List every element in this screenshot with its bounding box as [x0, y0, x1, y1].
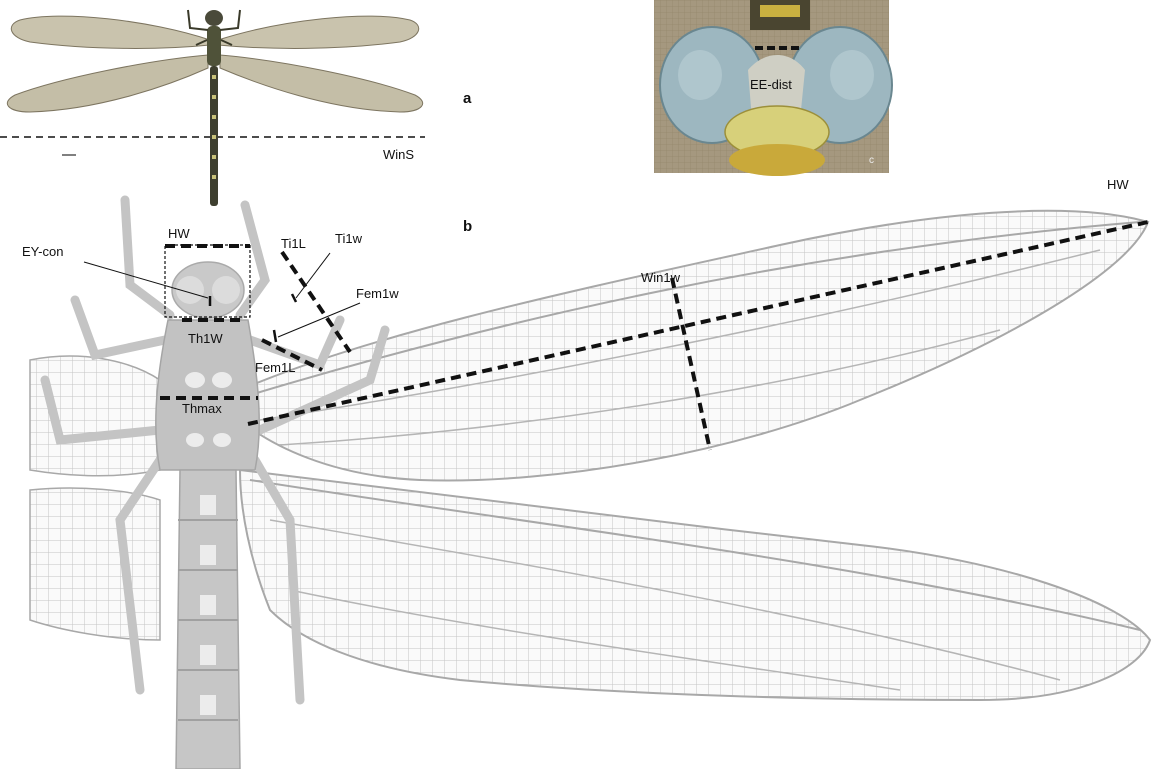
label-fem1w: Fem1w [356, 286, 399, 301]
panel-label-b: b [463, 218, 472, 235]
label-ey-con: EY-con [22, 244, 63, 259]
label-th1w: Th1W [188, 331, 223, 346]
panel-a-dragonfly [7, 10, 422, 206]
label-win1w: Win1w [641, 270, 680, 285]
label-hw-thorax: HW [168, 226, 190, 241]
label-hw-wing: HW [1107, 177, 1129, 192]
panel-label-a: a [463, 90, 471, 107]
hindwing [240, 470, 1150, 700]
label-wins: WinS [383, 147, 414, 162]
label-ee-dist: EE-dist [750, 77, 792, 92]
panel-label-c: c [869, 155, 874, 166]
label-fem1l: Fem1L [255, 360, 295, 375]
label-thmax: Thmax [182, 401, 222, 416]
label-ti1w: Ti1w [335, 231, 362, 246]
label-ti1l: Ti1L [281, 236, 306, 251]
